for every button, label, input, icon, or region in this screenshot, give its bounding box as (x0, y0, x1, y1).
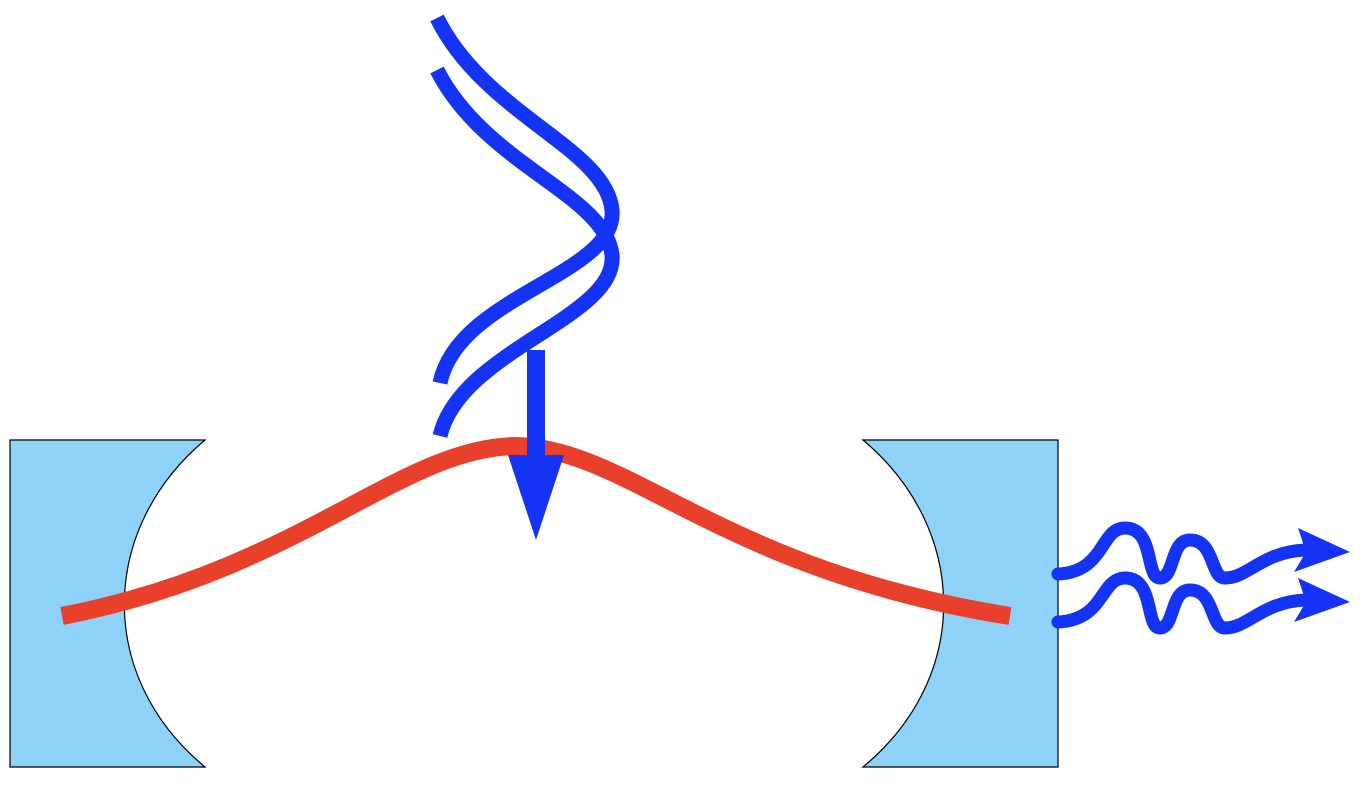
injection-arrow (508, 350, 564, 540)
incoming-beam-1 (430, 14, 620, 385)
injection-arrow-head (508, 455, 564, 540)
cavity-mode (60, 436, 1012, 625)
output-arrow-head-1 (1294, 528, 1350, 572)
output-beams (1051, 521, 1350, 635)
incoming-beams (430, 14, 620, 439)
injection-arrow-shaft (527, 350, 545, 460)
incoming-beam-2 (430, 66, 620, 439)
output-beam-2 (1051, 571, 1312, 635)
output-beam-1 (1051, 521, 1312, 585)
output-arrow-head-2 (1294, 578, 1350, 622)
